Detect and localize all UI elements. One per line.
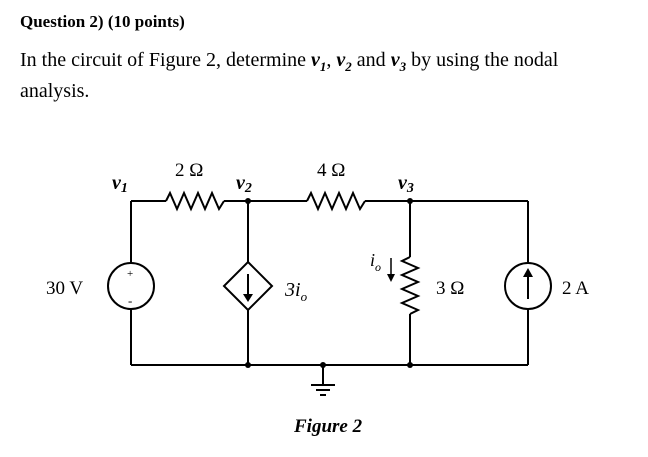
minus-sign: - xyxy=(128,293,132,308)
node-label-v1: v1 xyxy=(112,172,128,196)
label-30v: 30 V xyxy=(46,278,83,299)
label-2a: 2 A xyxy=(562,278,589,299)
var-v3: v3 xyxy=(390,49,407,74)
question-title: Question 2) (10 points) xyxy=(20,12,185,31)
node-dot-v3-top xyxy=(407,198,413,204)
question-text: In the circuit of Figure 2, determine v1… xyxy=(20,49,559,102)
node-dot-v2-top xyxy=(245,198,251,204)
label-3ohm: 3 Ω xyxy=(436,278,464,299)
node-label-v3: v3 xyxy=(398,172,414,196)
and-word: and xyxy=(356,49,386,71)
question-intro: In the circuit of Figure 2, determine xyxy=(20,49,307,71)
question-rest: by using the nodal analysis. xyxy=(20,49,559,102)
isource-arrow-head xyxy=(523,268,533,277)
resistor-3ohm xyxy=(399,256,421,315)
plus-sign: + xyxy=(127,268,133,280)
resistor-4ohm xyxy=(306,190,366,212)
io-label: io xyxy=(370,250,381,274)
dep-source-label: 3io xyxy=(284,279,308,304)
label-2ohm: 2 Ω xyxy=(175,160,203,181)
node-dot-bottom-right xyxy=(407,362,413,368)
figure-caption: Figure 2 xyxy=(293,416,363,437)
dep-arrow-head xyxy=(243,294,253,302)
resistor-2ohm xyxy=(165,190,225,212)
node-label-v2: v2 xyxy=(236,172,252,196)
label-4ohm: 4 Ω xyxy=(317,160,345,181)
node-dot-ground xyxy=(320,362,326,368)
var-v2: v2 xyxy=(336,49,352,74)
node-dot-bottom-left xyxy=(245,362,251,368)
io-arrow-head xyxy=(387,274,395,282)
var-v1: v1 xyxy=(311,49,327,74)
